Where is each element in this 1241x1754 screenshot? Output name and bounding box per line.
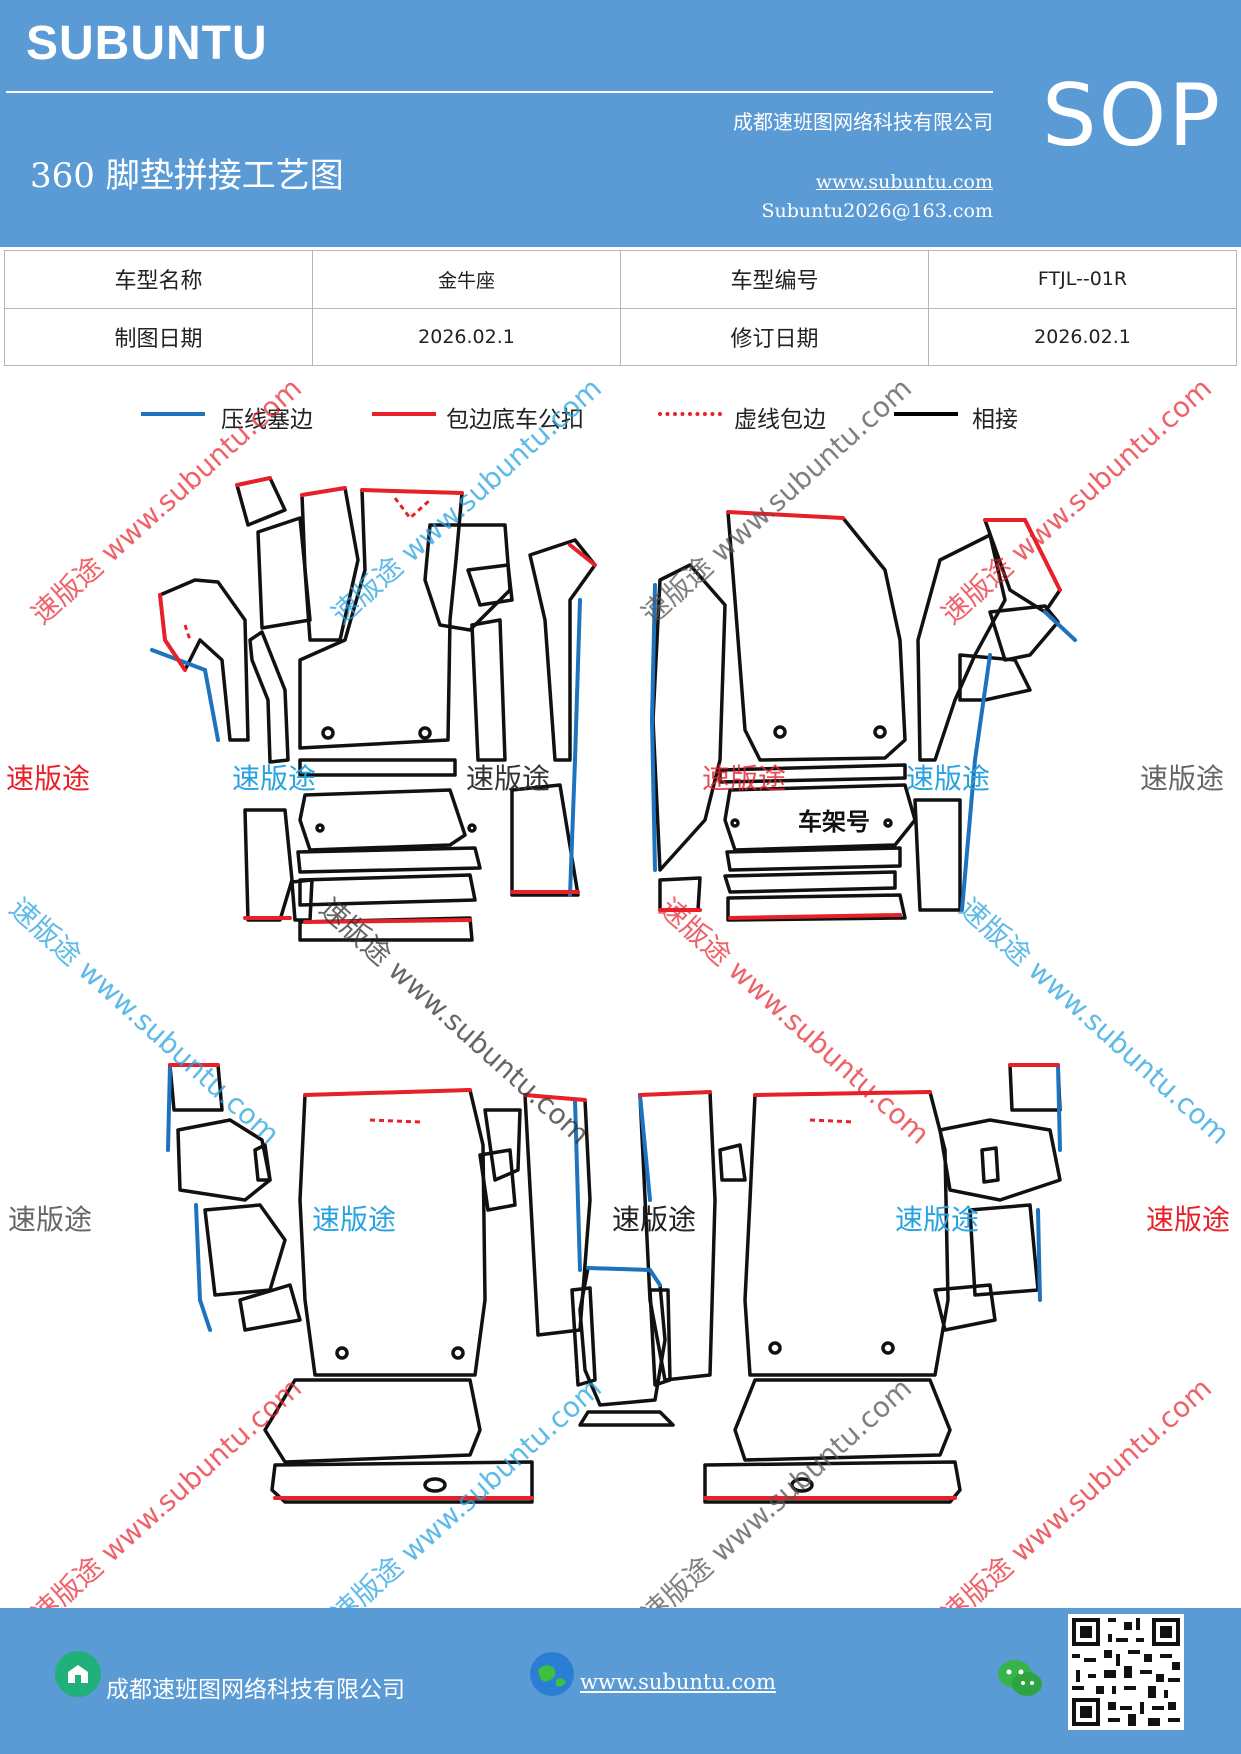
legend-swatch-red-dashed xyxy=(658,412,722,416)
label-drawing-date: 制图日期 xyxy=(4,307,313,366)
table-row: 制图日期 2026.02.1 修订日期 2026.02.1 xyxy=(4,307,1237,366)
brand-mark: 速版途 xyxy=(312,1203,397,1236)
value-model-code: FTJL--01R xyxy=(928,250,1237,309)
brand-mark: 速版途 xyxy=(702,762,787,795)
header-website-link[interactable]: www.subuntu.com xyxy=(815,171,993,193)
mat-group-top-right xyxy=(651,510,1062,922)
brand-mark: 速版途 xyxy=(906,762,991,795)
mat-group-top-left xyxy=(158,476,597,942)
document-title: 360 脚垫拼接工艺图 xyxy=(30,156,344,196)
value-revision-date: 2026.02.1 xyxy=(928,307,1237,366)
wechat-icon[interactable] xyxy=(996,1658,1044,1700)
sop-badge: SOP xyxy=(1042,66,1223,166)
label-model-code: 车型编号 xyxy=(620,250,929,309)
brand-mark: 速版途 xyxy=(895,1203,980,1236)
header-banner: SUBUNTU 成都速班图网络科技有限公司 360 脚垫拼接工艺图 www.su… xyxy=(0,0,1241,247)
label-model-name: 车型名称 xyxy=(4,250,313,309)
footer-banner: 成都速班图网络科技有限公司 www.subuntu.com xyxy=(0,1608,1241,1754)
brand-mark-left-bottom: 速版途 xyxy=(8,1203,93,1236)
vehicle-info-table: 车型名称 金牛座 车型编号 FTJL--01R 制图日期 2026.02.1 修… xyxy=(4,250,1237,366)
globe-icon xyxy=(530,1652,574,1696)
building-icon xyxy=(55,1651,101,1697)
brand-mark-right-bottom: 速版途 xyxy=(1146,1203,1231,1236)
footer-website-link[interactable]: www.subuntu.com xyxy=(580,1670,776,1694)
table-row: 车型名称 金牛座 车型编号 FTJL--01R xyxy=(4,250,1237,309)
header-email: Subuntu2026@163.com xyxy=(761,200,993,222)
footer-company-name: 成都速班图网络科技有限公司 xyxy=(106,1677,405,1703)
legend-swatch-black xyxy=(894,412,958,416)
value-drawing-date: 2026.02.1 xyxy=(312,307,621,366)
value-model-name: 金牛座 xyxy=(312,250,621,309)
label-revision-date: 修订日期 xyxy=(620,307,929,366)
mat-group-bottom-right xyxy=(638,1063,1062,1504)
brand-mark: 速版途 xyxy=(612,1203,697,1236)
brand-mark-right-top: 速版途 xyxy=(1140,762,1225,795)
frame-number-label: 车架号 xyxy=(798,808,870,836)
brand-logo-text: SUBUNTU xyxy=(26,17,268,70)
header-divider xyxy=(6,91,993,93)
brand-mark-left-top: 速版途 xyxy=(6,762,91,795)
brand-mark: 速版途 xyxy=(466,762,551,795)
brand-mark: 速版途 xyxy=(232,762,317,795)
company-name: 成都速班图网络科技有限公司 xyxy=(733,110,993,134)
qr-code[interactable] xyxy=(1068,1614,1184,1730)
legend-swatch-red xyxy=(372,412,436,416)
legend-swatch-blue xyxy=(141,412,205,416)
mat-group-bottom-left xyxy=(168,1063,592,1504)
